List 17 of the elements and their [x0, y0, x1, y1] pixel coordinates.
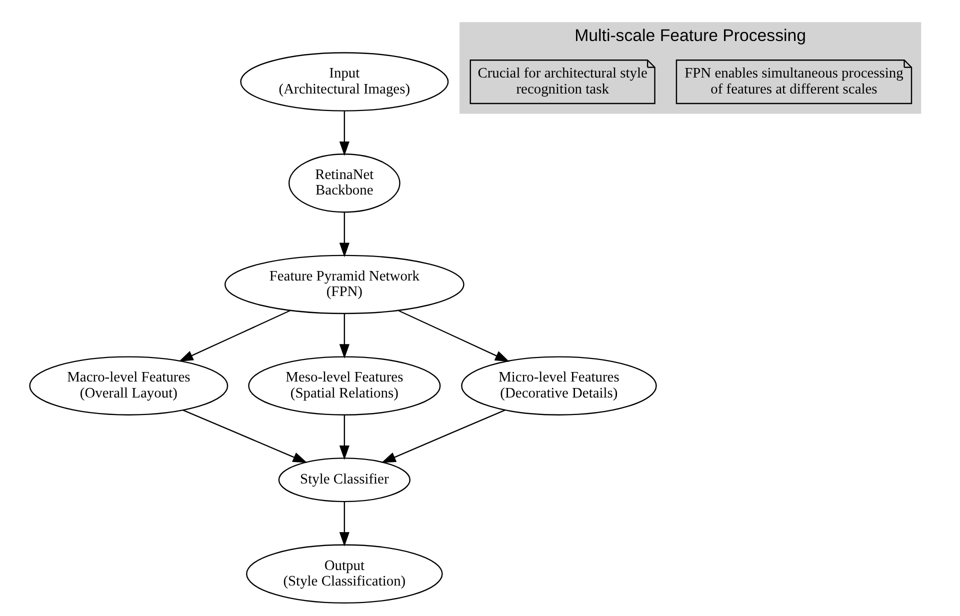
node-ellipse: Meso-level Features (Spatial Relations) [248, 356, 441, 416]
arrow [339, 314, 350, 359]
arrow [182, 410, 308, 463]
arrow [381, 410, 506, 463]
node-ellipse: Macro-level Features (Overall Layout) [29, 356, 228, 416]
node-ellipse: Output (Style Classification) [246, 544, 443, 604]
node-ellipse: Feature Pyramid Network (FPN) [224, 254, 464, 314]
arrow [339, 111, 350, 156]
node-ellipse: Micro-level Features (Decorative Details) [461, 356, 657, 416]
node-ellipse: Input (Architectural Images) [240, 52, 449, 112]
arrow [339, 415, 350, 460]
arrow [398, 310, 510, 362]
arrow [339, 212, 350, 258]
arrow [339, 502, 350, 547]
arrow [178, 310, 291, 362]
node-ellipse: RetinaNet Backbone [288, 154, 400, 213]
node-ellipse: Style Classifier [278, 458, 411, 502]
